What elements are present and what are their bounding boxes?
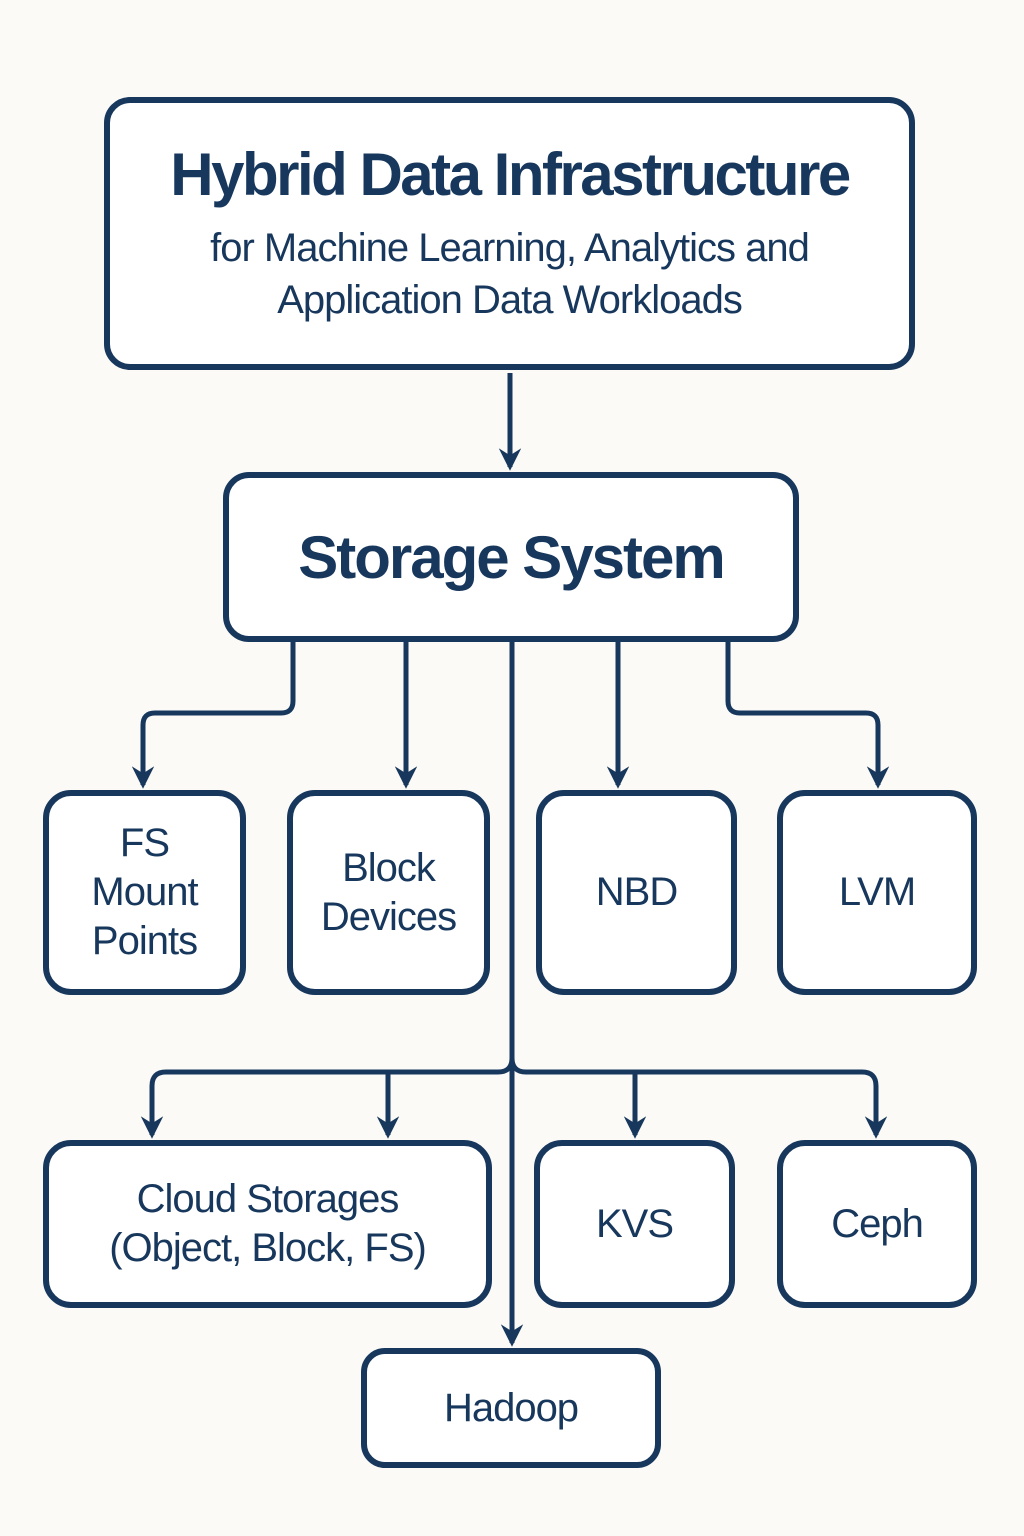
node-hadoop: Hadoop	[361, 1348, 661, 1468]
node-nbd: NBD	[536, 790, 737, 995]
ceph-label: Ceph	[831, 1201, 924, 1246]
fs-label-line-2: Mount	[91, 870, 198, 915]
edge-storage-fs	[131, 642, 296, 789]
node-ceph: Ceph	[777, 1140, 977, 1308]
cloud-label-line-2: (Object, Block, FS)	[109, 1226, 427, 1270]
lvm-label: LVM	[838, 870, 916, 915]
cloud-storages-label: Cloud Storages (Object, Block, FS)	[109, 1175, 427, 1273]
node-kvs: KVS	[534, 1140, 735, 1308]
node-hybrid-data-infrastructure: Hybrid Data Infrastructure for Machine L…	[104, 97, 915, 370]
edge-trunk-cloud-left	[140, 1057, 515, 1139]
node-storage-system: Storage System	[223, 472, 799, 642]
block-devices-label: Block Devices	[320, 844, 457, 942]
nbd-label: NBD	[595, 870, 678, 915]
root-subtitle-line-2: Application Data Workloads	[277, 277, 743, 322]
block-label-line-2: Devices	[320, 894, 457, 939]
fs-label-line-3: Points	[91, 918, 198, 963]
fs-label-line-1: FS	[119, 821, 170, 866]
kvs-label: KVS	[595, 1201, 674, 1246]
hadoop-label: Hadoop	[443, 1385, 579, 1430]
edge-storage-lvm	[725, 642, 890, 789]
cloud-label-line-1: Cloud Storages	[136, 1177, 400, 1222]
fs-mount-points-label: FS Mount Points	[91, 819, 198, 965]
node-cloud-storages: Cloud Storages (Object, Block, FS)	[43, 1140, 492, 1308]
root-title: Hybrid Data Infrastructure	[170, 140, 851, 208]
root-subtitle-line-1: for Machine Learning, Analytics and	[210, 225, 810, 270]
edge-trunk-ceph	[509, 1057, 888, 1139]
node-fs-mount-points: FS Mount Points	[43, 790, 246, 995]
block-label-line-1: Block	[342, 845, 436, 890]
root-subtitle: for Machine Learning, Analytics and Appl…	[210, 222, 810, 326]
node-lvm: LVM	[777, 790, 977, 995]
node-block-devices: Block Devices	[287, 790, 490, 995]
storage-system-label: Storage System	[298, 523, 726, 591]
